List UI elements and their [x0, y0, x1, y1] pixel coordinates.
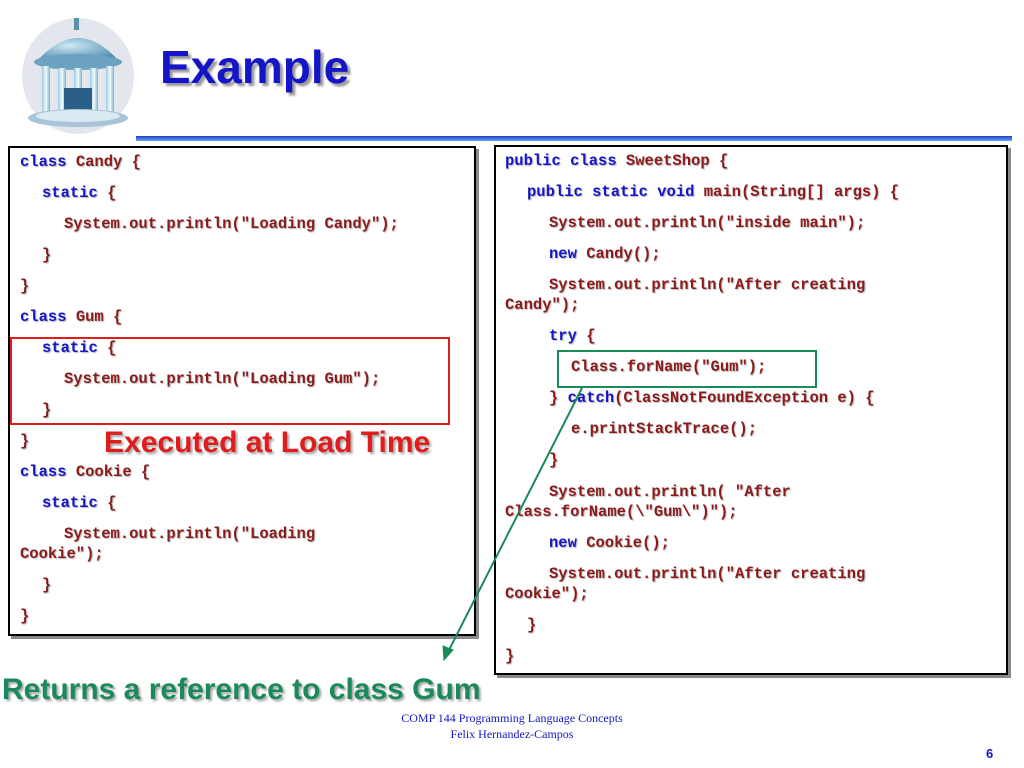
code-text: System.out.println("Loading Gum");	[64, 370, 381, 388]
code-text: {	[576, 327, 596, 345]
left-code-panel	[8, 146, 476, 636]
code-text: }	[20, 607, 30, 625]
code-line: new Candy();	[549, 244, 661, 264]
title-underline	[136, 136, 1012, 141]
code-line: System.out.println("Loading Gum");	[64, 369, 380, 389]
code-text: }	[527, 616, 537, 634]
code-line: public class SweetShop {	[505, 151, 728, 171]
code-line: System.out.println("inside main");	[549, 213, 865, 233]
code-line: static {	[42, 493, 116, 513]
code-text: }	[20, 277, 30, 295]
code-text: Candy");	[505, 296, 580, 314]
code-text: Candy {	[66, 153, 141, 171]
code-keyword: class	[20, 308, 67, 326]
code-line: }	[549, 450, 558, 470]
code-text: main(String[] args) {	[694, 183, 900, 201]
code-text: e.printStackTrace();	[571, 420, 758, 438]
code-line: } catch(ClassNotFoundException e) {	[549, 388, 875, 408]
slide-title: Example	[160, 41, 350, 93]
gum-static-block-highlight	[10, 337, 450, 425]
page-number: 6	[986, 746, 994, 761]
code-text: System.out.println("Loading	[64, 525, 316, 543]
code-text: }	[42, 401, 52, 419]
code-keyword: public class	[505, 152, 617, 170]
code-text: Cookie {	[66, 463, 151, 481]
code-text: }	[42, 576, 52, 594]
code-keyword: class	[20, 463, 67, 481]
code-line: Candy");	[505, 295, 579, 315]
code-text: System.out.println("After creating	[549, 565, 866, 583]
code-line: static {	[42, 338, 116, 358]
code-line: public static void main(String[] args) {	[527, 182, 899, 202]
code-line: new Cookie();	[549, 533, 670, 553]
code-line: }	[527, 615, 536, 635]
code-line: }	[42, 575, 51, 595]
code-keyword: static	[42, 339, 98, 357]
code-keyword: static	[42, 184, 98, 202]
class-forname-highlight	[557, 350, 817, 388]
code-keyword: new	[549, 245, 577, 263]
reference-callout: Returns a reference to class Gum	[2, 673, 481, 706]
code-text: Candy();	[576, 245, 661, 263]
code-text: }	[505, 647, 515, 665]
code-keyword: class	[20, 153, 67, 171]
code-line: System.out.println("After creating	[549, 275, 865, 295]
load-time-callout: Executed at Load Time	[104, 426, 431, 459]
code-line: }	[505, 646, 514, 666]
code-text: {	[97, 339, 117, 357]
code-keyword: public static void	[527, 183, 695, 201]
code-line: class Gum {	[20, 307, 122, 327]
code-line: }	[42, 400, 51, 420]
code-text: Gum {	[66, 308, 123, 326]
code-text: System.out.println("After creating	[549, 276, 866, 294]
code-text: }	[42, 246, 52, 264]
code-text: Class.forName("Gum");	[571, 358, 767, 376]
code-line: }	[20, 431, 29, 451]
code-text: {	[97, 184, 117, 202]
code-line: System.out.println( "After	[549, 482, 791, 502]
code-line: class Candy {	[20, 152, 141, 172]
code-text: System.out.println( "After	[549, 483, 791, 501]
code-line: Cookie");	[20, 544, 104, 564]
code-text: SweetShop {	[616, 152, 729, 170]
code-line: }	[20, 276, 29, 296]
code-text: }	[549, 451, 559, 469]
code-text: {	[97, 494, 117, 512]
code-keyword: catch	[567, 389, 615, 407]
code-keyword: try	[549, 327, 577, 345]
code-text: System.out.println("Loading Candy");	[64, 215, 399, 233]
code-text: }	[549, 389, 568, 407]
code-line: static {	[42, 183, 116, 203]
code-keyword: static	[42, 494, 98, 512]
code-line: System.out.println("After creating	[549, 564, 865, 584]
code-line: e.printStackTrace();	[571, 419, 757, 439]
code-line: Class.forName(\"Gum\")");	[505, 502, 738, 522]
code-text: Cookie");	[20, 545, 104, 563]
code-text: Cookie");	[505, 585, 589, 603]
code-keyword: new	[549, 534, 577, 552]
code-text: Cookie();	[576, 534, 670, 552]
code-line: class Cookie {	[20, 462, 150, 482]
footer-author: Felix Hernandez-Campos	[450, 727, 574, 741]
code-text: Class.forName(\"Gum\")");	[505, 503, 738, 521]
code-text: System.out.println("inside main");	[549, 214, 866, 232]
code-line: }	[42, 245, 51, 265]
code-text: (ClassNotFoundException e) {	[614, 389, 875, 407]
code-text: }	[20, 432, 30, 450]
code-line: try {	[549, 326, 596, 346]
code-line: System.out.println("Loading Candy");	[64, 214, 399, 234]
code-line: Class.forName("Gum");	[571, 357, 766, 377]
code-line: System.out.println("Loading	[64, 524, 315, 544]
old-well-logo-icon	[22, 18, 134, 134]
code-line: }	[20, 606, 29, 626]
code-line: Cookie");	[505, 584, 589, 604]
footer-course: COMP 144 Programming Language Concepts	[401, 711, 623, 725]
